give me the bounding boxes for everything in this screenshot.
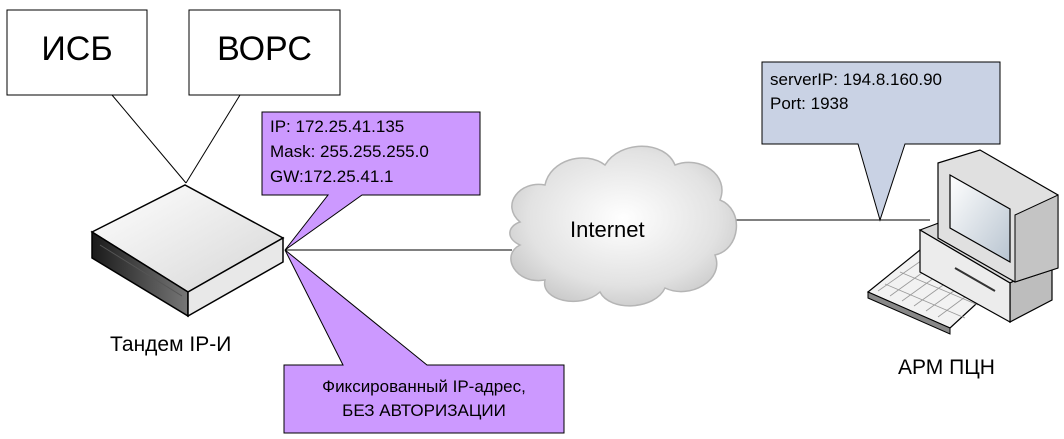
note-line1-text: Фиксированный IP-адрес, [322,377,526,396]
isb-box [6,9,148,96]
device-gw-text: GW:172.25.41.1 [270,167,394,186]
vors-label: ВОРС [217,30,312,68]
server-ip-text: serverIP: 194.8.160.90 [770,70,943,89]
internet-label: Internet [570,217,645,242]
workstation-icon [866,149,1059,335]
tandem-device-icon [90,184,285,318]
internet-cloud-icon [509,145,737,307]
note-line2-text: БЕЗ АВТОРИЗАЦИИ [342,401,506,420]
vors-box [188,9,341,96]
server-port-text: Port: 1938 [770,94,849,113]
server-callout-shape [761,61,1001,222]
vors-link-line [185,94,241,184]
device-label: Тандем IP-И [110,333,232,356]
device-mask-text: Mask: 255.255.255.0 [270,142,429,161]
note-callout-shape [283,249,565,434]
device-callout-shape [261,111,481,251]
workstation-label: АРМ ПЦН [898,356,995,379]
isb-label: ИСБ [41,30,113,68]
isb-link-line [111,94,187,184]
device-ip-text: IP: 172.25.41.135 [270,117,405,136]
